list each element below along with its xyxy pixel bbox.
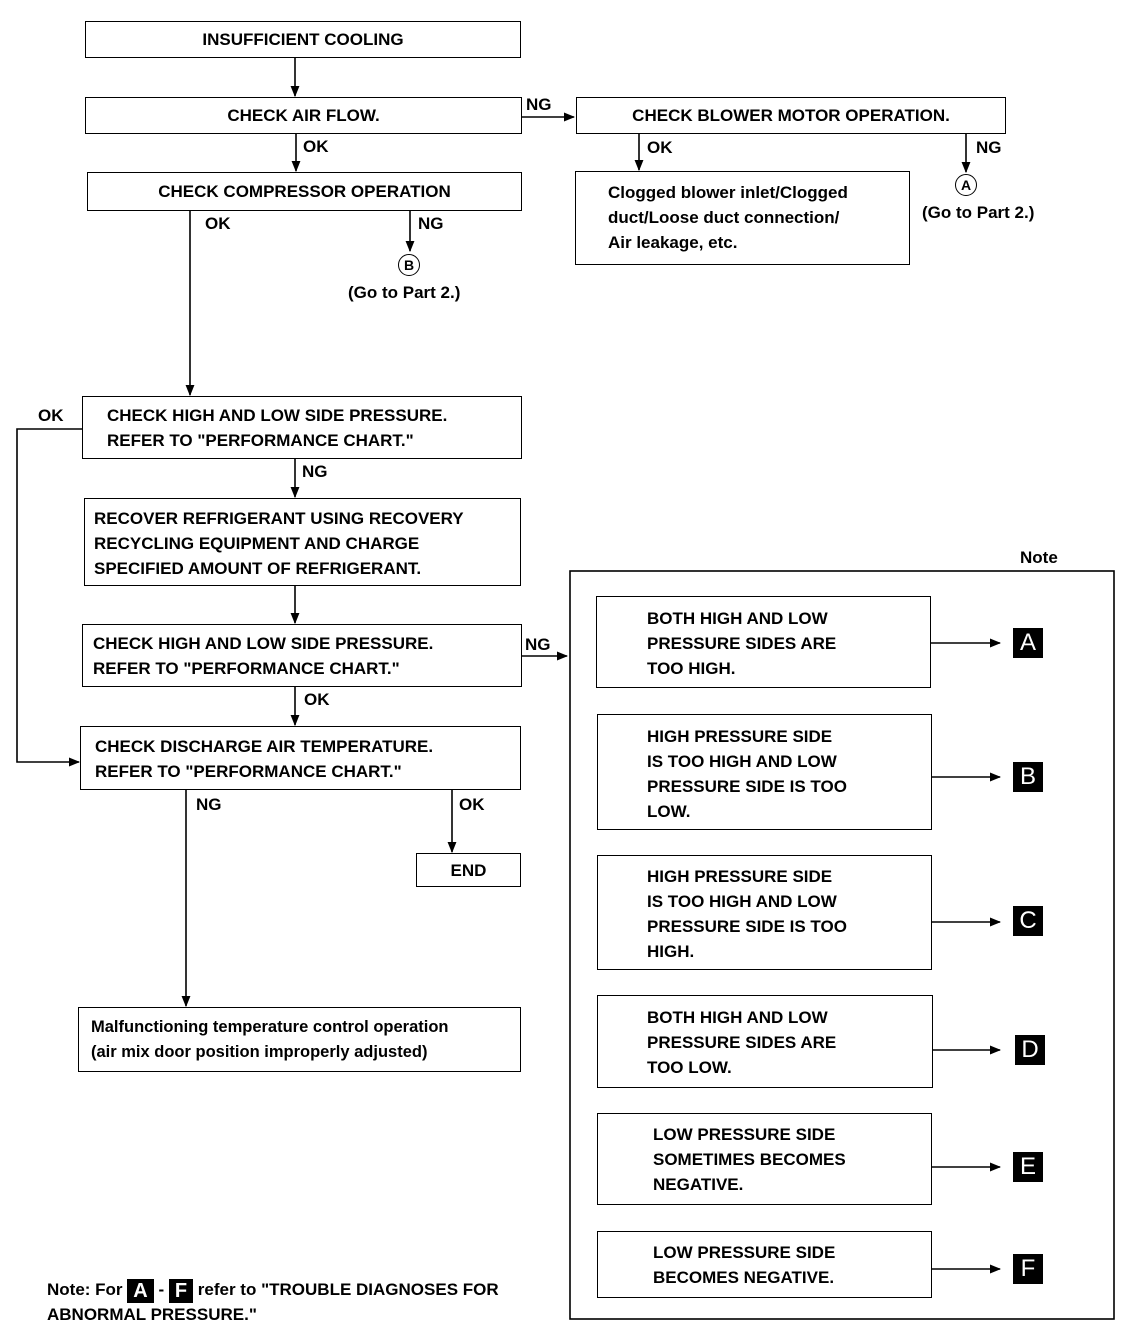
malfunction-box: Malfunctioning temperature control opera…	[78, 1007, 521, 1072]
note-d-line-2: PRESSURE SIDES ARE	[647, 1033, 837, 1052]
note-frame	[569, 570, 1115, 1320]
note-e-line-3: NEGATIVE.	[653, 1175, 744, 1194]
tag-a: A	[1013, 628, 1043, 658]
note-f-line-2: BECOMES NEGATIVE.	[653, 1268, 835, 1287]
note-b-line-2: IS TOO HIGH AND LOW	[647, 752, 837, 771]
check-pressure-1-line-2: REFER TO "PERFORMANCE CHART."	[107, 431, 414, 450]
note-e-line-2: SOMETIMES BECOMES	[653, 1150, 846, 1169]
footer-note-line-2: ABNORMAL PRESSURE."	[47, 1305, 257, 1324]
label-ng-discharge: NG	[196, 795, 222, 814]
connector-b: B	[398, 254, 420, 276]
note-c-line-4: HIGH.	[647, 942, 695, 961]
note-e-line-1: LOW PRESSURE SIDE	[653, 1125, 836, 1144]
tag-b-letter: B	[1019, 763, 1036, 790]
label-ok-compressor: OK	[205, 214, 231, 233]
label-ok-blower: OK	[647, 138, 673, 157]
check-discharge-line-2: REFER TO "PERFORMANCE CHART."	[95, 762, 402, 781]
goto-part2-b: (Go to Part 2.)	[348, 283, 461, 302]
note-item-f: LOW PRESSURE SIDE BECOMES NEGATIVE.	[597, 1231, 932, 1298]
check-pressure-2-line-2: REFER TO "PERFORMANCE CHART."	[93, 659, 400, 678]
label-ng-airflow: NG	[526, 95, 552, 114]
recover-line-1: RECOVER REFRIGERANT USING RECOVERY	[94, 509, 464, 528]
label-ok-pressure-2: OK	[304, 690, 330, 709]
footer-tag-f: F	[168, 1278, 194, 1303]
note-d-line-1: BOTH HIGH AND LOW	[647, 1008, 828, 1027]
check-pressure-1-line-1: CHECK HIGH AND LOW SIDE PRESSURE.	[107, 406, 448, 425]
note-item-a: BOTH HIGH AND LOW PRESSURE SIDES ARE TOO…	[596, 596, 931, 688]
tag-c: C	[1013, 906, 1043, 936]
end-box: END	[416, 853, 521, 887]
note-b-line-4: LOW.	[647, 802, 691, 821]
tag-f: F	[1013, 1254, 1043, 1284]
goto-part2-a: (Go to Part 2.)	[922, 203, 1035, 222]
tag-e-letter: E	[1019, 1153, 1036, 1180]
note-item-b: HIGH PRESSURE SIDE IS TOO HIGH AND LOW P…	[597, 714, 932, 830]
clogged-box: Clogged blower inlet/Clogged duct/Loose …	[575, 171, 910, 265]
check-compressor-box: CHECK COMPRESSOR OPERATION	[87, 172, 522, 211]
footer-dash: -	[153, 1280, 169, 1299]
footer-prefix: Note: For	[47, 1280, 128, 1299]
note-c-line-3: PRESSURE SIDE IS TOO	[647, 917, 847, 936]
recover-line-3: SPECIFIED AMOUNT OF REFRIGERANT.	[94, 559, 422, 578]
label-ok-pressure-1: OK	[38, 406, 64, 425]
note-item-e: LOW PRESSURE SIDE SOMETIMES BECOMES NEGA…	[597, 1113, 932, 1205]
check-discharge-line-1: CHECK DISCHARGE AIR TEMPERATURE.	[95, 737, 434, 756]
note-f-line-1: LOW PRESSURE SIDE	[653, 1243, 836, 1262]
arrow-pressure1-ok	[16, 428, 82, 767]
tag-e: E	[1013, 1152, 1043, 1182]
note-b-line-1: HIGH PRESSURE SIDE	[647, 727, 833, 746]
note-a-line-1: BOTH HIGH AND LOW	[647, 609, 828, 628]
footer-tag-a: A	[127, 1278, 154, 1303]
label-ok-airflow: OK	[303, 137, 329, 156]
tag-f-letter: F	[1020, 1255, 1036, 1282]
note-item-d: BOTH HIGH AND LOW PRESSURE SIDES ARE TOO…	[597, 995, 933, 1088]
label-ng-compressor: NG	[418, 214, 444, 233]
tag-b: B	[1013, 762, 1043, 792]
connector-a-letter: A	[960, 177, 972, 193]
check-pressure-2-line-1: CHECK HIGH AND LOW SIDE PRESSURE.	[93, 634, 434, 653]
check-compressor-text: CHECK COMPRESSOR OPERATION	[158, 182, 451, 201]
connector-a: A	[955, 174, 977, 196]
note-a-line-3: TOO HIGH.	[647, 659, 736, 678]
insufficient-cooling-text: INSUFFICIENT COOLING	[202, 30, 404, 49]
malfunction-line-2: (air mix door position improperly adjust…	[91, 1043, 428, 1061]
recover-line-2: RECYCLING EQUIPMENT AND CHARGE	[94, 534, 420, 553]
check-air-flow-box: CHECK AIR FLOW.	[85, 97, 522, 134]
tag-d: D	[1015, 1035, 1045, 1065]
tag-d-letter: D	[1021, 1036, 1039, 1063]
note-title: Note	[1020, 548, 1058, 567]
end-text: END	[450, 860, 487, 880]
note-a-line-2: PRESSURE SIDES ARE	[647, 634, 837, 653]
tag-c-letter: C	[1019, 907, 1037, 934]
tag-a-letter: A	[1019, 629, 1036, 656]
check-discharge-box: CHECK DISCHARGE AIR TEMPERATURE. REFER T…	[80, 726, 521, 790]
note-c-line-1: HIGH PRESSURE SIDE	[647, 867, 833, 886]
label-ok-discharge: OK	[459, 795, 485, 814]
malfunction-line-1: Malfunctioning temperature control opera…	[91, 1018, 449, 1036]
clogged-line-2: duct/Loose duct connection/	[608, 208, 840, 227]
check-blower-text: CHECK BLOWER MOTOR OPERATION.	[632, 106, 950, 125]
note-c-line-2: IS TOO HIGH AND LOW	[647, 892, 837, 911]
insufficient-cooling-box: INSUFFICIENT COOLING	[85, 21, 521, 58]
check-air-flow-text: CHECK AIR FLOW.	[227, 106, 380, 125]
label-ng-pressure-1: NG	[302, 462, 328, 481]
note-d-line-3: TOO LOW.	[647, 1058, 732, 1077]
check-pressure-2-box: CHECK HIGH AND LOW SIDE PRESSURE. REFER …	[82, 624, 522, 687]
clogged-line-1: Clogged blower inlet/Clogged	[608, 183, 848, 202]
connector-b-letter: B	[403, 257, 415, 273]
clogged-line-3: Air leakage, etc.	[608, 233, 738, 252]
check-blower-box: CHECK BLOWER MOTOR OPERATION.	[576, 97, 1006, 134]
footer-note-line-1: Note: For A - F refer to "TROUBLE DIAGNO…	[47, 1278, 499, 1303]
label-ng-pressure-2: NG	[525, 635, 551, 654]
footer-suffix: refer to "TROUBLE DIAGNOSES FOR	[193, 1280, 499, 1299]
label-ng-blower: NG	[976, 138, 1002, 157]
check-pressure-1-box: CHECK HIGH AND LOW SIDE PRESSURE. REFER …	[82, 396, 522, 459]
recover-refrigerant-box: RECOVER REFRIGERANT USING RECOVERY RECYC…	[84, 498, 521, 586]
note-item-c: HIGH PRESSURE SIDE IS TOO HIGH AND LOW P…	[597, 855, 932, 970]
note-b-line-3: PRESSURE SIDE IS TOO	[647, 777, 847, 796]
